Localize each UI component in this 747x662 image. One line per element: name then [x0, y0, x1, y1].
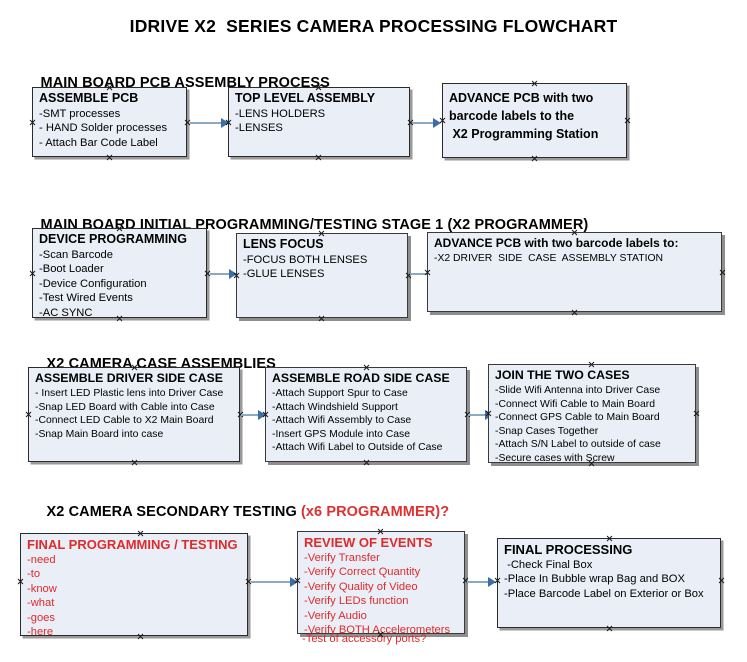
node-title: ADVANCE PCB with two — [449, 91, 594, 105]
connector-final-programming-to-review-of-events — [251, 577, 299, 587]
node-line: -Attach Wifi Label to Outside of Case — [272, 442, 443, 454]
node-line: -GLUE LENSES — [243, 268, 325, 281]
node-line: -Verify LEDs function — [304, 595, 409, 608]
connector-arrowhead — [488, 577, 496, 587]
connector-shaft — [251, 581, 291, 583]
node-final-programming-testing[interactable]: FINAL PROGRAMMING / TESTING -need -to -k… — [20, 533, 248, 639]
node-title: ASSEMBLE PCB — [39, 91, 139, 105]
section-heading-x2-camera-secondary-testing: X2 CAMERA SECONDARY TESTING (x6 PROGRAMM… — [30, 488, 450, 536]
node-title: FINAL PROCESSING — [504, 542, 633, 557]
node-line: -Connect Wifi Cable to Main Board — [495, 398, 655, 410]
node-line: -LENS HOLDERS — [235, 108, 326, 120]
node-line: -Connect LED Cable to X2 Main Board — [35, 415, 214, 427]
node-line: - HAND Solder processes — [39, 122, 168, 135]
connector-shaft — [190, 122, 222, 124]
connector-device-programming-to-lens-focus — [210, 269, 238, 279]
node-line: -Attach Wifi Assembly to Case — [272, 415, 412, 427]
node-advance-pcb-to-driver-side-case-assembly-station[interactable]: ADVANCE PCB with two barcode labels to: … — [427, 232, 722, 312]
node-line: -Place In Bubble wrap Bag and BOX — [504, 573, 685, 586]
node-line: -X2 DRIVER SIDE CASE ASSEMBLY STATION — [434, 253, 664, 264]
node-final-processing[interactable]: FINAL PROCESSING -Check Final Box -Place… — [497, 538, 721, 628]
node-line: -Secure cases with Screw — [495, 452, 615, 464]
node-line: -Attach S/N Label to outside of case — [495, 439, 661, 451]
node-line: -FOCUS BOTH LENSES — [243, 254, 368, 266]
node-line: -Scan Barcode — [39, 249, 114, 261]
node-line: -what — [27, 597, 55, 610]
node-line: -Verify Transfer — [304, 552, 380, 564]
node-line: -Snap Main Board into case — [35, 428, 164, 440]
node-line: -AC SYNC — [39, 306, 93, 319]
node-line: -Attach Support Spur to Case — [272, 388, 408, 399]
node-title: LENS FOCUS — [243, 237, 324, 251]
node-line: -Connect GPS Cable to Main Board — [495, 412, 660, 424]
node-title: TOP LEVEL ASSEMBLY — [235, 91, 376, 105]
node-line: -Verify Audio — [304, 609, 367, 622]
node-title: ADVANCE PCB with two barcode labels to: — [434, 236, 679, 250]
node-line: -Boot Loader — [39, 263, 104, 276]
node-line: -Snap LED Board with Cable into Case — [35, 401, 215, 413]
connector-shaft — [241, 414, 259, 416]
node-line: -Snap Cases Together — [495, 425, 599, 437]
node-line: -LENSES — [235, 122, 283, 135]
connector-driver-side-to-road-side — [241, 410, 267, 420]
node-line: -Attach Windshield Support — [272, 401, 398, 413]
node-line: -Check Final Box — [504, 559, 593, 571]
node-review-of-events[interactable]: REVIEW OF EVENTS -Verify Transfer -Verif… — [297, 531, 465, 637]
node-line: -here — [27, 626, 54, 639]
node-assemble-road-side-case[interactable]: ASSEMBLE ROAD SIDE CASE -Attach Support … — [265, 367, 467, 462]
node-assemble-pcb[interactable]: ASSEMBLE PCB -SMT processes - HAND Solde… — [32, 87, 187, 157]
node-line: -need — [27, 554, 56, 566]
node-line: -Device Configuration — [39, 277, 147, 290]
node-line: -Insert GPS Module into Case — [272, 428, 411, 440]
node-line: -know — [27, 582, 57, 595]
node-title: JOIN THE TWO CASES — [495, 368, 630, 382]
node-line: -Verify BOTH Accelerometers — [304, 624, 451, 637]
connector-review-of-events-to-final-processing — [467, 577, 497, 587]
node-title: X2 Programming Station — [449, 127, 599, 141]
node-title: ASSEMBLE ROAD SIDE CASE — [272, 371, 450, 385]
node-line: -Verify Correct Quantity — [304, 566, 421, 579]
node-line: -goes — [27, 611, 55, 624]
connector-shaft — [468, 414, 486, 416]
connector-assemble-pcb-to-top-level-assembly — [190, 118, 230, 128]
node-lens-focus[interactable]: LENS FOCUS -FOCUS BOTH LENSES -GLUE LENS… — [236, 233, 408, 318]
node-title: REVIEW OF EVENTS — [304, 535, 433, 550]
section-heading-accent: (x6 PROGRAMMER)? — [300, 504, 450, 520]
node-top-level-assembly[interactable]: TOP LEVEL ASSEMBLY -LENS HOLDERS -LENSES — [228, 87, 410, 157]
connector-shaft — [412, 122, 434, 124]
node-line: -Place Barcode Label on Exterior or Box — [504, 587, 704, 600]
connector-top-level-assembly-to-advance-pcb — [412, 118, 442, 128]
node-advance-pcb-to-x2-programming-station[interactable]: ADVANCE PCB with two barcode labels to t… — [442, 83, 627, 158]
node-title: barcode labels to the — [449, 109, 575, 123]
node-line: -SMT processes — [39, 108, 121, 120]
node-title: ASSEMBLE DRIVER SIDE CASE — [35, 371, 223, 385]
node-join-the-two-cases[interactable]: JOIN THE TWO CASES -Slide Wifi Antenna i… — [488, 364, 696, 464]
node-device-programming[interactable]: DEVICE PROGRAMMING -Scan Barcode -Boot L… — [32, 228, 207, 319]
node-line: -Verify Quality of Video — [304, 580, 418, 593]
node-assemble-driver-side-case[interactable]: ASSEMBLE DRIVER SIDE CASE - Insert LED P… — [28, 367, 240, 462]
node-line: - Attach Bar Code Label — [39, 136, 158, 149]
node-line: -to — [27, 568, 41, 581]
node-review-of-events-overflow-line: -Test of accessory ports? — [302, 633, 427, 645]
connector-shaft — [210, 273, 230, 275]
connector-shaft — [467, 581, 489, 583]
node-line: -Test Wired Events — [39, 292, 133, 305]
node-title: FINAL PROGRAMMING / TESTING — [27, 537, 238, 552]
page-title: IDRIVE X2 SERIES CAMERA PROCESSING FLOWC… — [129, 16, 618, 36]
node-line: - Insert LED Plastic lens into Driver Ca… — [35, 388, 224, 399]
connector-arrowhead — [433, 118, 441, 128]
node-line: -Slide Wifi Antenna into Driver Case — [495, 385, 661, 396]
section-heading-text: X2 CAMERA SECONDARY TESTING — [46, 504, 301, 520]
node-title: DEVICE PROGRAMMING — [39, 232, 187, 246]
